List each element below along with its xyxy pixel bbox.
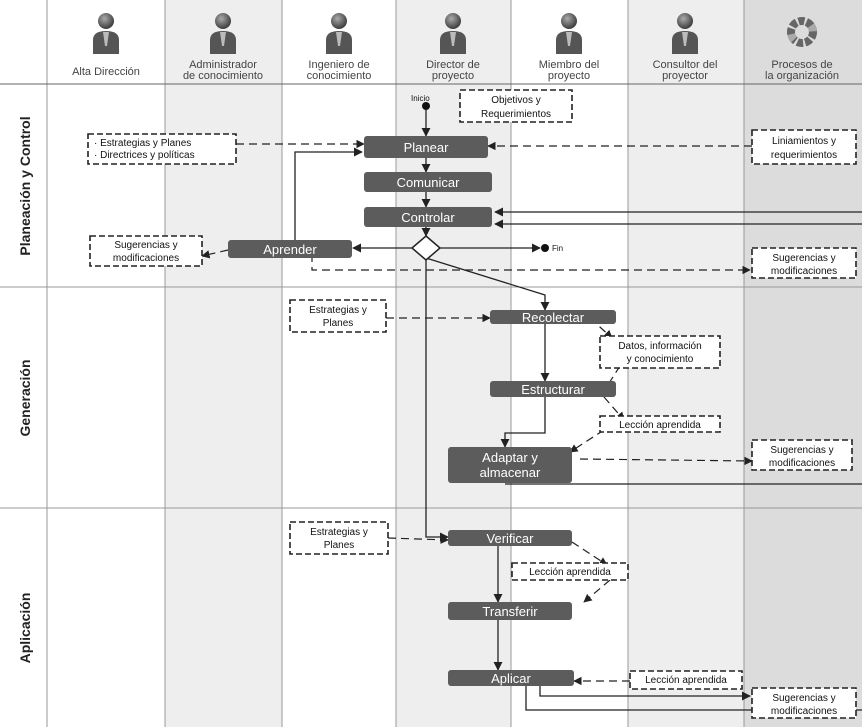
activity-recolectar-label: Recolectar bbox=[522, 310, 585, 325]
lane-shade-6 bbox=[744, 0, 862, 727]
person-icon bbox=[556, 13, 582, 54]
person-icon bbox=[210, 13, 236, 54]
activity-planear-label: Planear bbox=[404, 140, 449, 155]
note-lineamientos-2: requerimientos bbox=[771, 150, 837, 161]
activity-transferir-label: Transferir bbox=[482, 604, 538, 619]
note-estrategias-gen-1: Estrategias y bbox=[309, 305, 367, 316]
note-sugerencias-d-1: Sugerencias y bbox=[772, 693, 835, 704]
start-label: Inicio bbox=[411, 94, 430, 103]
process-ring-icon bbox=[787, 17, 817, 47]
lane-shade-1 bbox=[165, 0, 282, 727]
phase-title-generacion: Generación bbox=[17, 359, 33, 436]
activity-estructurar-label: Estructurar bbox=[521, 382, 585, 397]
note-estrategias-planes: · Estrategias y Planes bbox=[94, 138, 191, 149]
note-leccion-apl-2: Lección aprendida bbox=[645, 675, 727, 686]
note-sugerencias-c-1: Sugerencias y bbox=[770, 445, 833, 456]
activity-estructurar-box[interactable] bbox=[490, 381, 616, 397]
activity-adaptar-label-2: almacenar bbox=[480, 465, 541, 480]
note-leccion-apl-1: Lección aprendida bbox=[529, 567, 611, 578]
note-leccion-gen: Lección aprendida bbox=[619, 420, 701, 431]
note-estrategias-gen-2: Planes bbox=[323, 318, 354, 329]
person-icon bbox=[326, 13, 352, 54]
note-sugerencias-d-2: modificaciones bbox=[771, 706, 837, 717]
end-label: Fin bbox=[552, 244, 563, 253]
activity-transferir-box[interactable] bbox=[448, 602, 572, 620]
lane-title-consultor-2: proyector bbox=[662, 70, 708, 82]
lane-title-administrador: Administrador bbox=[189, 59, 257, 71]
lane-title-administrador-2: de conocimiento bbox=[183, 70, 263, 82]
person-icon bbox=[672, 13, 698, 54]
note-objetivos-2: Requerimientos bbox=[481, 109, 551, 120]
note-sugerencias-a-1: Sugerencias y bbox=[114, 240, 177, 251]
dashed-connectors bbox=[201, 139, 753, 686]
activity-verificar-label: Verificar bbox=[487, 531, 535, 546]
start-node bbox=[422, 102, 430, 110]
phase-title-aplicacion: Aplicación bbox=[17, 593, 33, 664]
end-node bbox=[541, 244, 549, 252]
note-datos-2: y conocimiento bbox=[627, 354, 694, 365]
note-boxes bbox=[87, 89, 857, 719]
lane-title-ingeniero-2: conocimiento bbox=[307, 70, 372, 82]
note-sugerencias-a-2: modificaciones bbox=[113, 253, 179, 264]
activity-adaptar-label-1: Adaptar y bbox=[482, 450, 538, 465]
activity-aprender-label: Aprender bbox=[263, 242, 317, 257]
activity-comunicar-label: Comunicar bbox=[397, 175, 461, 190]
activity-aplicar-box[interactable] bbox=[448, 670, 574, 686]
phase-title-planeacion: Planeación y Control bbox=[17, 116, 33, 255]
note-sugerencias-b-2: modificaciones bbox=[771, 266, 837, 277]
decision-node[interactable] bbox=[410, 235, 442, 261]
note-objetivos-1: Objetivos y bbox=[491, 95, 540, 106]
lane-title-ingeniero: Ingeniero de bbox=[308, 59, 369, 71]
phase-dividers bbox=[0, 83, 862, 509]
lane-title-alta-direccion: Alta Dirección bbox=[72, 66, 140, 78]
activity-recolectar-box[interactable] bbox=[490, 310, 616, 324]
lane-title-procesos: Procesos de bbox=[771, 59, 832, 71]
lane-title-procesos-2: la organización bbox=[765, 70, 839, 82]
activity-planear-box[interactable] bbox=[364, 136, 488, 158]
activity-comunicar-box[interactable] bbox=[364, 172, 492, 192]
lane-title-consultor: Consultor del bbox=[653, 59, 718, 71]
lane-title-miembro-2: proyecto bbox=[548, 70, 590, 82]
note-sugerencias-b-1: Sugerencias y bbox=[772, 253, 835, 264]
note-sugerencias-c-2: modificaciones bbox=[769, 458, 835, 469]
note-directrices: · Directrices y políticas bbox=[94, 150, 195, 161]
activity-aplicar-label: Aplicar bbox=[491, 671, 531, 686]
activity-aprender-box[interactable] bbox=[228, 240, 352, 258]
lane-title-miembro: Miembro del bbox=[539, 59, 600, 71]
activity-verificar-box[interactable] bbox=[448, 530, 572, 546]
activity-controlar-box[interactable] bbox=[364, 207, 492, 227]
note-lineamientos-1: Liniamientos y bbox=[772, 136, 836, 147]
person-icon bbox=[93, 13, 119, 54]
note-estrategias-apl-2: Planes bbox=[324, 540, 355, 551]
activity-adaptar-box[interactable] bbox=[448, 447, 572, 483]
note-estrategias-apl-1: Estrategias y bbox=[310, 527, 368, 538]
activity-controlar-label: Controlar bbox=[401, 210, 455, 225]
person-icon bbox=[440, 13, 466, 54]
note-datos-1: Datos, información bbox=[618, 341, 701, 352]
lane-title-director: Director de bbox=[426, 59, 480, 71]
lane-title-director-2: proyecto bbox=[432, 70, 474, 82]
